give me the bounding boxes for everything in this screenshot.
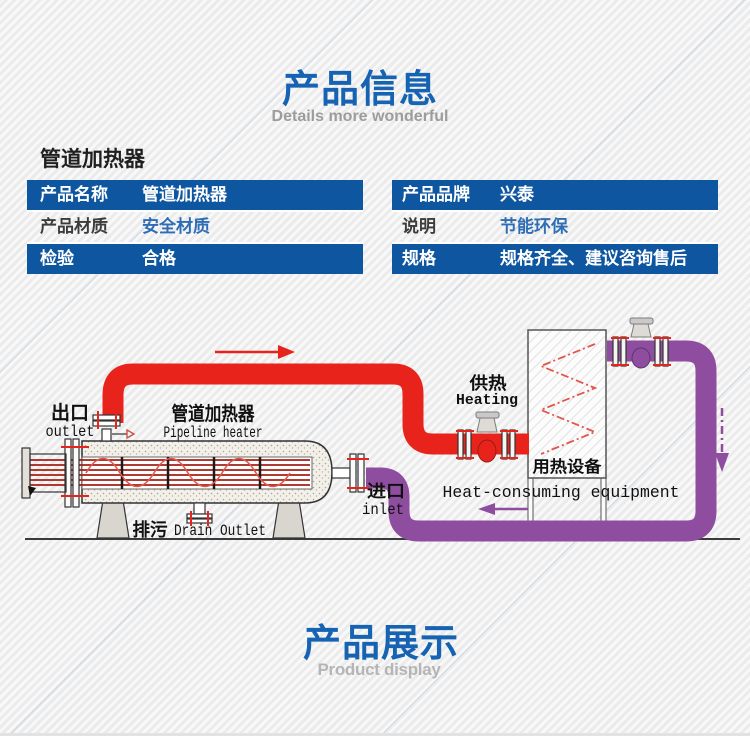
table-row: 产品材质 安全材质 [27,212,363,242]
valve-flange [501,429,508,460]
page-title: 产品信息 [281,69,439,111]
return-down-arrow-head [715,453,729,472]
heater-label-en: Pipeline heater [164,424,263,442]
footer-subtitle: Product display [317,660,441,679]
spec-label: 检验 [40,249,74,268]
return-flow-arrow-head [478,503,495,515]
valve-flange [662,336,669,367]
outlet-nozzle [101,428,112,442]
drain-tip-arrow [28,486,36,496]
valve-flange [509,429,516,460]
valve-flange [620,336,627,367]
inlet-label-cn: 进口 [367,482,405,501]
valve-body [631,347,651,369]
drain-stub [193,502,206,515]
row-separator [392,210,718,212]
heat-exchanger-coil-zigzag [538,343,598,455]
heater-leg [272,499,306,539]
inlet-flange [349,453,357,493]
spec-label: 产品品牌 [402,185,470,204]
section-heading: 管道加热器 [40,148,145,171]
valve-handwheel [629,317,654,325]
spec-value: 节能环保 [500,217,568,236]
junction-end-plate [21,447,31,499]
spec-value: 合格 [142,249,176,268]
vent-valve-symbol [126,428,136,440]
spec-value: 兴泰 [500,185,534,204]
table-row: 检验 合格 [27,244,363,274]
row-separator [392,242,718,244]
table-row: 说明 节能环保 [392,212,718,242]
outlet-label-cn: 出口 [51,401,89,424]
spec-value: 规格齐全、建议咨询售后 [500,249,687,268]
spec-label: 说明 [402,217,436,236]
valve-flange [654,336,661,367]
inlet-label-en: inlet [362,501,404,519]
heater-leg [96,499,130,539]
inlet-nozzle [331,467,351,479]
valve-flange [612,336,619,367]
valve-flange [465,429,472,460]
heater-flange [72,438,80,508]
outlet-label-en: outlet [46,423,95,441]
spec-label: 产品名称 [40,185,108,204]
spec-value: 安全材质 [142,217,210,236]
hot-flow-arrow-head [278,345,295,359]
spec-value: 管道加热器 [142,185,227,204]
drain-label-cn: 排污 [133,519,168,540]
flow-wave [85,457,291,488]
footer-title: 产品展示 [302,623,460,665]
inlet-flange [357,453,365,493]
heater-label-cn: 管道加热器 [172,402,256,425]
page-subtitle: Details more wonderful [271,108,449,125]
spec-label: 产品材质 [40,217,108,236]
table-row: 产品名称 管道加热器 [27,180,363,210]
equipment-label-cn: 用热设备 [533,457,603,476]
heater-flange [64,438,72,508]
row-separator [27,242,363,244]
hot-pipe [102,363,529,455]
outlet-flange [92,420,121,427]
valve-body [477,439,497,463]
valve-stem [630,323,652,338]
table-row: 规格 规格齐全、建议咨询售后 [392,244,718,274]
heating-label-en: Heating [456,392,518,409]
equipment-label-en: Heat-consuming equipment [443,484,680,503]
spec-table-left: 产品名称 管道加热器 产品材质 安全材质 检验 合格 [27,180,363,274]
valve-flange [457,429,464,460]
drain-flange [186,518,213,524]
heat-consuming-equipment-box [527,329,607,479]
spec-table-right: 产品品牌 兴泰 说明 节能环保 规格 规格齐全、建议咨询售后 [392,180,718,274]
junction-box [29,453,67,493]
table-row: 产品品牌 兴泰 [392,180,718,210]
drain-flange [186,513,213,519]
valve-stem [476,417,498,433]
spec-label: 规格 [402,249,436,268]
row-separator [27,210,363,212]
pipeline-heater-schematic: 出口 outlet 管道加热器 Pipeline heater 排污 Drain… [21,317,740,542]
outlet-flange [92,414,121,421]
valve-handwheel [475,411,500,419]
return-pipe [366,340,717,542]
heating-label-cn: 供热 [468,373,506,393]
drain-label-en: Drain Outlet [174,522,266,540]
